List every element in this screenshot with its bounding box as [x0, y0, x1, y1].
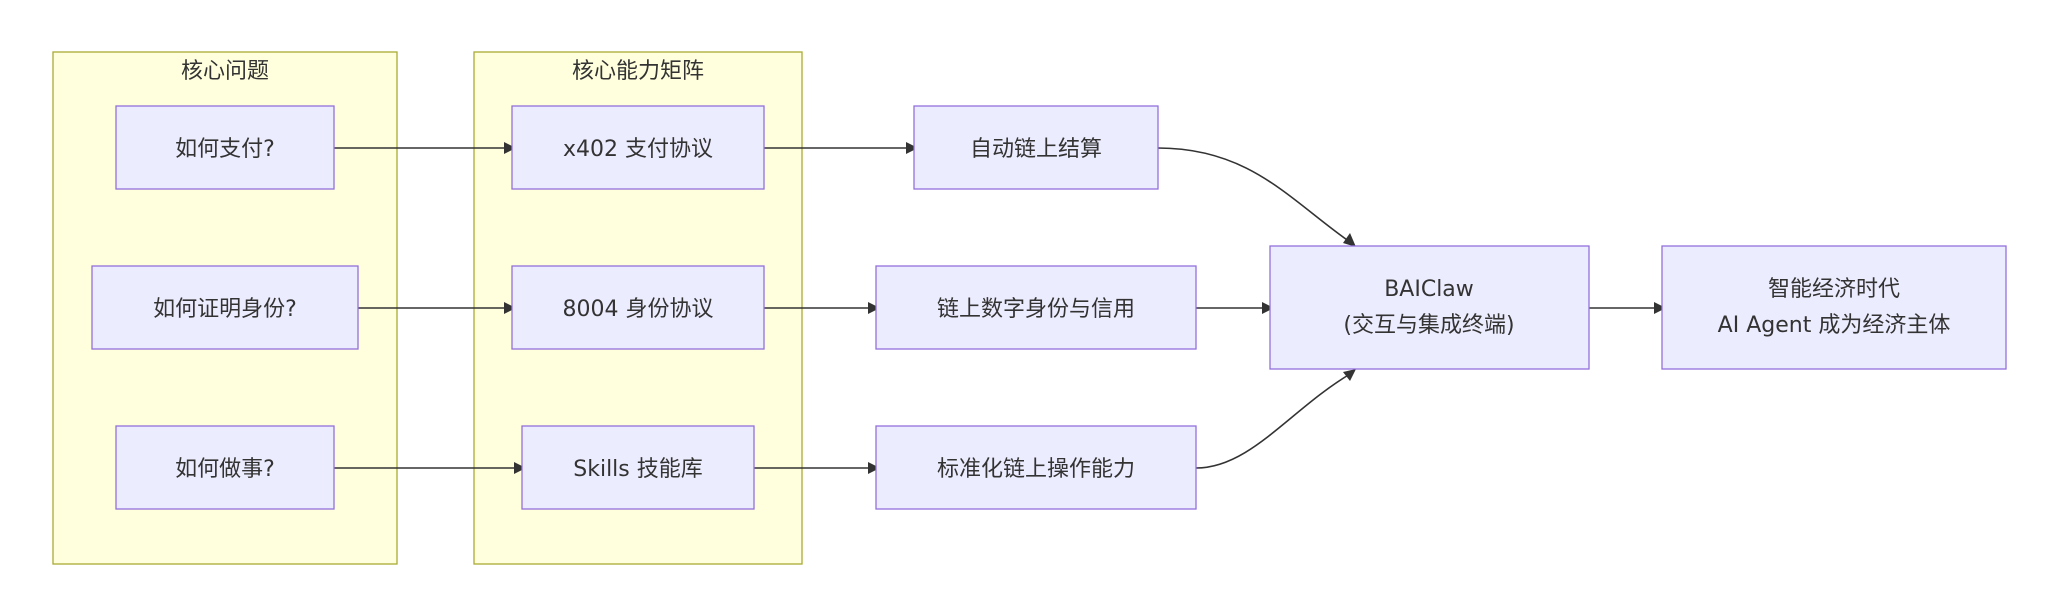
- node-how-to-pay: 如何支付?: [115, 105, 335, 190]
- node-8004-protocol-box: [511, 265, 765, 350]
- node-x402-protocol-label: x402 支付协议: [563, 137, 713, 162]
- node-baiclaw-title: BAIClaw: [1384, 277, 1474, 302]
- node-intelligent-economy-era-subtitle: AI Agent 成为经济主体: [1718, 313, 1951, 338]
- node-onchain-settlement-label: 自动链上结算: [970, 137, 1102, 162]
- node-intelligent-economy-era-box: [1661, 245, 2007, 370]
- node-skills-library-box: [521, 425, 755, 510]
- cluster-core-questions-title: 核心问题: [181, 59, 269, 84]
- node-onchain-identity-credit-label: 链上数字身份与信用: [937, 297, 1135, 322]
- arrowhead-x402-to-settlement: [906, 142, 918, 154]
- arrowhead-baiclaw-to-era: [1654, 302, 1666, 314]
- edge-ops-to-baiclaw: [1195, 373, 1351, 469]
- node-onchain-settlement: 自动链上结算: [913, 105, 1159, 190]
- node-baiclaw: BAIClaw (交互与集成终端): [1269, 245, 1590, 370]
- node-onchain-settlement-box: [913, 105, 1159, 190]
- node-onchain-identity-credit: 链上数字身份与信用: [875, 265, 1197, 350]
- node-skills-library: Skills 技能库: [521, 425, 755, 510]
- node-standard-onchain-ops-box: [875, 425, 1197, 510]
- arrowhead-settlement-to-baiclaw: [1343, 233, 1356, 247]
- node-skills-library-label: Skills 技能库: [573, 457, 703, 482]
- node-how-to-pay-label: 如何支付?: [175, 137, 275, 162]
- arrowhead-8004-to-identity-credit: [868, 302, 880, 314]
- node-8004-protocol: 8004 身份协议: [511, 265, 765, 350]
- cluster-core-capabilities-title: 核心能力矩阵: [572, 59, 704, 84]
- arrowhead-pay-to-x402: [504, 142, 516, 154]
- node-how-to-act-label: 如何做事?: [175, 457, 275, 482]
- node-x402-protocol: x402 支付协议: [511, 105, 765, 190]
- node-onchain-identity-credit-box: [875, 265, 1197, 350]
- arrowhead-identity-to-8004: [504, 302, 516, 314]
- node-how-to-prove-identity-label: 如何证明身份?: [153, 297, 297, 322]
- node-standard-onchain-ops-label: 标准化链上操作能力: [937, 457, 1135, 482]
- node-how-to-pay-box: [115, 105, 335, 190]
- node-how-to-prove-identity: 如何证明身份?: [91, 265, 359, 350]
- arrowhead-skills-to-ops: [868, 462, 880, 474]
- edge-settlement-to-baiclaw: [1157, 147, 1351, 243]
- node-intelligent-economy-era-title: 智能经济时代: [1768, 277, 1900, 302]
- node-baiclaw-subtitle: (交互与集成终端): [1343, 313, 1514, 338]
- node-intelligent-economy-era: 智能经济时代 AI Agent 成为经济主体: [1661, 245, 2007, 370]
- arrowhead-act-to-skills: [514, 462, 526, 474]
- arrowhead-ops-to-baiclaw: [1343, 369, 1356, 381]
- node-x402-protocol-box: [511, 105, 765, 190]
- edges: [334, 142, 1666, 474]
- arrowhead-identity-credit-to-baiclaw: [1262, 302, 1274, 314]
- node-8004-protocol-label: 8004 身份协议: [563, 297, 714, 322]
- node-standard-onchain-ops: 标准化链上操作能力: [875, 425, 1197, 510]
- node-how-to-act-box: [115, 425, 335, 510]
- node-how-to-act: 如何做事?: [115, 425, 335, 510]
- node-how-to-prove-identity-box: [91, 265, 359, 350]
- node-baiclaw-box: [1269, 245, 1590, 370]
